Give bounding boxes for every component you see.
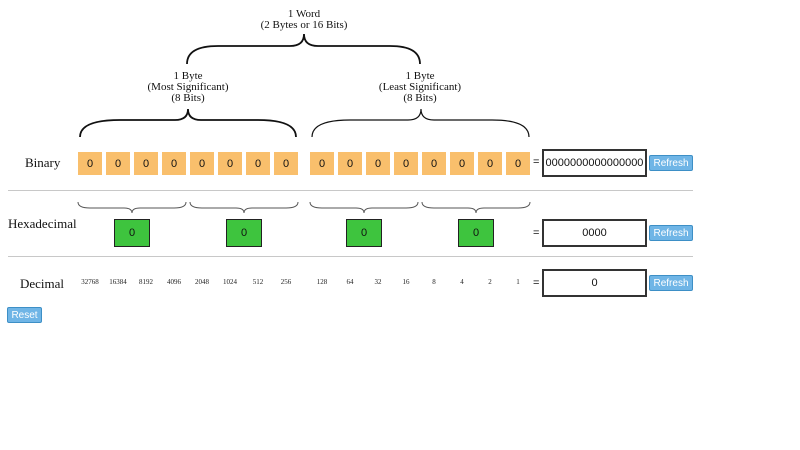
bit-7[interactable]: 0 — [310, 152, 334, 175]
bit-4[interactable]: 0 — [394, 152, 418, 175]
msb-caption: 1 Byte (Most Significant) (8 Bits) — [128, 71, 248, 104]
decimal-equals: = — [533, 277, 540, 289]
place-value-8: 256 — [280, 278, 292, 286]
nibble-brace-2 — [189, 201, 299, 214]
place-value-12: 4096 — [167, 278, 181, 286]
binary-label: Binary — [25, 155, 61, 170]
place-value-2: 4 — [460, 278, 464, 286]
nibble-3[interactable]: 0 — [114, 219, 150, 247]
place-value-9: 512 — [252, 278, 264, 286]
bit-8[interactable]: 0 — [274, 152, 298, 175]
hexadecimal-refresh-button[interactable]: Refresh — [649, 225, 693, 241]
lsb-caption-line3: (8 Bits) — [403, 92, 437, 104]
word-caption-line1: 1 Word — [287, 8, 321, 20]
bit-6[interactable]: 0 — [338, 152, 362, 175]
reset-button[interactable]: Reset — [7, 307, 42, 323]
nibble-brace-1 — [77, 201, 187, 214]
bit-10[interactable]: 0 — [218, 152, 242, 175]
divider-2 — [8, 256, 693, 257]
lsb-brace — [311, 108, 530, 138]
bit-12[interactable]: 0 — [162, 152, 186, 175]
divider-1 — [8, 190, 693, 191]
bit-5[interactable]: 0 — [366, 152, 390, 175]
place-value-13: 8192 — [139, 278, 153, 286]
nibble-brace-3 — [309, 201, 419, 214]
msb-brace — [79, 108, 297, 138]
bit-3[interactable]: 0 — [422, 152, 446, 175]
nibble-2[interactable]: 0 — [226, 219, 262, 247]
lsb-caption-line2: (Least Significant) — [378, 81, 462, 93]
lsb-caption-line1: 1 Byte — [405, 70, 435, 82]
nibble-0[interactable]: 0 — [458, 219, 494, 247]
place-value-0: 1 — [516, 278, 520, 286]
bit-1[interactable]: 0 — [478, 152, 502, 175]
bit-9[interactable]: 0 — [246, 152, 270, 175]
hexadecimal-result-field[interactable]: 0000 — [542, 219, 647, 247]
msb-caption-line3: (8 Bits) — [171, 92, 205, 104]
binary-result-field[interactable]: 0000000000000000 — [542, 149, 647, 177]
msb-caption-line2: (Most Significant) — [147, 81, 229, 93]
place-value-1: 2 — [488, 278, 492, 286]
hexadecimal-equals: = — [533, 227, 540, 239]
place-value-7: 128 — [316, 278, 328, 286]
bit-15[interactable]: 0 — [78, 152, 102, 175]
nibble-brace-4 — [421, 201, 531, 214]
bit-14[interactable]: 0 — [106, 152, 130, 175]
place-value-4: 16 — [402, 278, 410, 286]
bit-11[interactable]: 0 — [190, 152, 214, 175]
word-brace — [186, 33, 421, 65]
bit-2[interactable]: 0 — [450, 152, 474, 175]
binary-refresh-button[interactable]: Refresh — [649, 155, 693, 171]
place-value-10: 1024 — [223, 278, 237, 286]
nibble-1[interactable]: 0 — [346, 219, 382, 247]
place-value-15: 32768 — [81, 278, 99, 286]
word-caption-line2: (2 Bytes or 16 Bits) — [260, 19, 348, 31]
binary-equals: = — [533, 156, 540, 168]
msb-caption-line1: 1 Byte — [173, 70, 203, 82]
place-value-6: 64 — [346, 278, 354, 286]
place-value-14: 16384 — [109, 278, 127, 286]
place-value-5: 32 — [374, 278, 382, 286]
bit-13[interactable]: 0 — [134, 152, 158, 175]
decimal-label: Decimal — [20, 276, 65, 291]
bit-0[interactable]: 0 — [506, 152, 530, 175]
word-caption: 1 Word (2 Bytes or 16 Bits) — [234, 9, 374, 31]
place-value-3: 8 — [432, 278, 436, 286]
place-value-11: 2048 — [195, 278, 209, 286]
decimal-refresh-button[interactable]: Refresh — [649, 275, 693, 291]
decimal-result-field[interactable]: 0 — [542, 269, 647, 297]
hexadecimal-label: Hexadecimal — [8, 216, 77, 231]
lsb-caption: 1 Byte (Least Significant) (8 Bits) — [360, 71, 480, 104]
